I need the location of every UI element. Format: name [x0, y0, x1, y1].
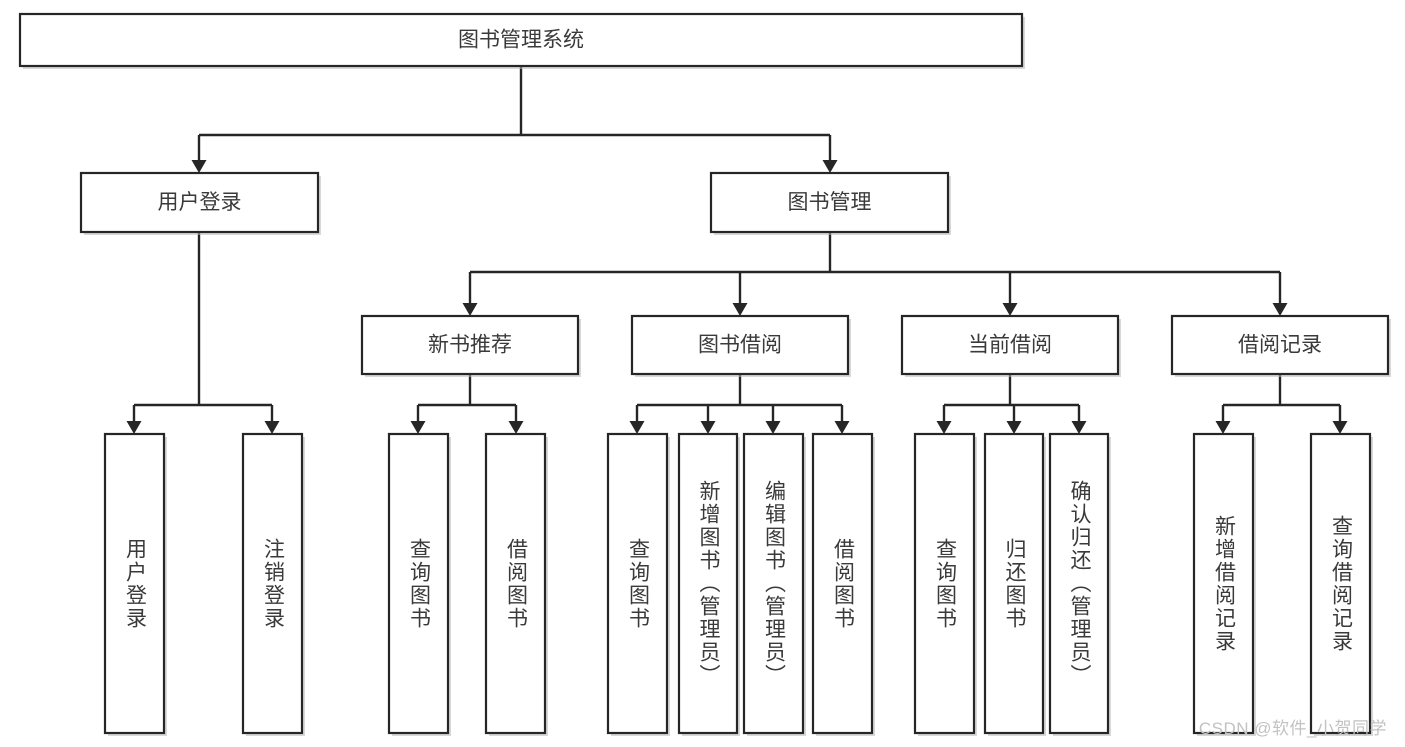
- node-new-book-recommend-box[interactable]: [360, 314, 580, 376]
- node-leaf-confirm-return[interactable]: [1048, 432, 1111, 736]
- edge-bm-br-arrow-icon: [1272, 303, 1288, 316]
- node-leaf-user-login-box[interactable]: [103, 432, 166, 735]
- edge-cb-l3-arrow-icon: [1071, 421, 1087, 434]
- node-current-borrow-box[interactable]: [900, 314, 1120, 376]
- node-current-borrow-label: 当前借阅: [968, 334, 1052, 357]
- node-book-borrow-box[interactable]: [630, 314, 850, 376]
- edge-bm-nbr-arrow-icon: [462, 303, 478, 316]
- node-leaf-borrow-book-1[interactable]: [484, 432, 548, 736]
- edge-nbr-l1-arrow-icon: [410, 421, 426, 434]
- node-root[interactable]: 图书管理系统: [18, 12, 1025, 69]
- edge-root-user-login-arrow-icon: [191, 160, 207, 173]
- node-leaf-edit-book[interactable]: [742, 432, 806, 736]
- node-leaf-borrow-book-1-box[interactable]: [484, 432, 547, 735]
- node-leaf-edit-book-box[interactable]: [742, 432, 805, 735]
- node-leaf-query-record-box[interactable]: [1309, 432, 1372, 735]
- edge-cb-l1-arrow-icon: [936, 421, 952, 434]
- node-leaf-return-book[interactable]: [983, 432, 1046, 736]
- edge-bb-l2-arrow-icon: [700, 421, 716, 434]
- node-book-manage[interactable]: 图书管理: [709, 171, 951, 235]
- node-new-book-recommend[interactable]: 新书推荐: [360, 314, 581, 377]
- node-leaf-add-record[interactable]: [1192, 432, 1256, 736]
- edge-root-book-manage-arrow-icon: [822, 160, 838, 173]
- edge-br-l1-arrow-icon: [1215, 421, 1231, 434]
- node-book-borrow-label: 图书借阅: [698, 334, 782, 357]
- edge-bb-l1-arrow-icon: [629, 421, 645, 434]
- node-root-label: 图书管理系统: [458, 29, 584, 52]
- node-book-borrow[interactable]: 图书借阅: [630, 314, 851, 377]
- node-leaf-query-book-1-box[interactable]: [387, 432, 450, 735]
- connector-layer: [126, 66, 1348, 434]
- node-book-manage-label: 图书管理: [788, 191, 872, 214]
- node-borrow-record-box[interactable]: [1170, 314, 1390, 376]
- node-leaf-add-book[interactable]: [677, 432, 740, 736]
- edge-ul-l2-arrow-icon: [264, 421, 280, 434]
- node-borrow-record-label: 借阅记录: [1238, 334, 1322, 357]
- edge-nbr-l2-arrow-icon: [508, 421, 524, 434]
- node-leaf-query-book-3[interactable]: [913, 432, 977, 736]
- node-root-box[interactable]: [18, 12, 1024, 68]
- node-leaf-query-book-2-box[interactable]: [606, 432, 669, 735]
- node-leaf-query-record[interactable]: [1309, 432, 1373, 736]
- edge-ul-l1-arrow-icon: [126, 421, 142, 434]
- node-leaf-logout-login-box[interactable]: [241, 432, 304, 735]
- node-current-borrow[interactable]: 当前借阅: [900, 314, 1121, 377]
- node-leaf-logout-login[interactable]: [241, 432, 305, 736]
- edge-cb-l2-arrow-icon: [1006, 421, 1022, 434]
- edge-bb-l3-arrow-icon: [765, 421, 781, 434]
- node-leaf-query-book-3-box[interactable]: [913, 432, 976, 735]
- node-leaf-user-login[interactable]: [103, 432, 167, 736]
- node-book-manage-box[interactable]: [709, 171, 950, 234]
- node-user-login-label: 用户登录: [158, 191, 242, 214]
- edge-bb-l4-arrow-icon: [834, 421, 850, 434]
- node-borrow-record[interactable]: 借阅记录: [1170, 314, 1391, 377]
- edge-bm-bb-arrow-icon: [732, 303, 748, 316]
- node-leaf-query-book-2[interactable]: [606, 432, 670, 736]
- node-leaf-borrow-book-2-box[interactable]: [811, 432, 874, 735]
- node-user-login[interactable]: 用户登录: [79, 171, 321, 235]
- node-leaf-query-book-1[interactable]: [387, 432, 451, 736]
- node-new-book-recommend-label: 新书推荐: [428, 334, 512, 357]
- node-leaf-confirm-return-box[interactable]: [1048, 432, 1110, 735]
- edge-br-l2-arrow-icon: [1332, 421, 1348, 434]
- edge-bm-cb-arrow-icon: [1002, 303, 1018, 316]
- watermark-text: CSDN @软件_小贺同学: [1198, 719, 1387, 738]
- node-leaf-borrow-book-2[interactable]: [811, 432, 875, 736]
- node-leaf-add-record-box[interactable]: [1192, 432, 1255, 735]
- node-leaf-add-book-box[interactable]: [677, 432, 739, 735]
- node-user-login-box[interactable]: [79, 171, 320, 234]
- node-leaf-return-book-box[interactable]: [983, 432, 1045, 735]
